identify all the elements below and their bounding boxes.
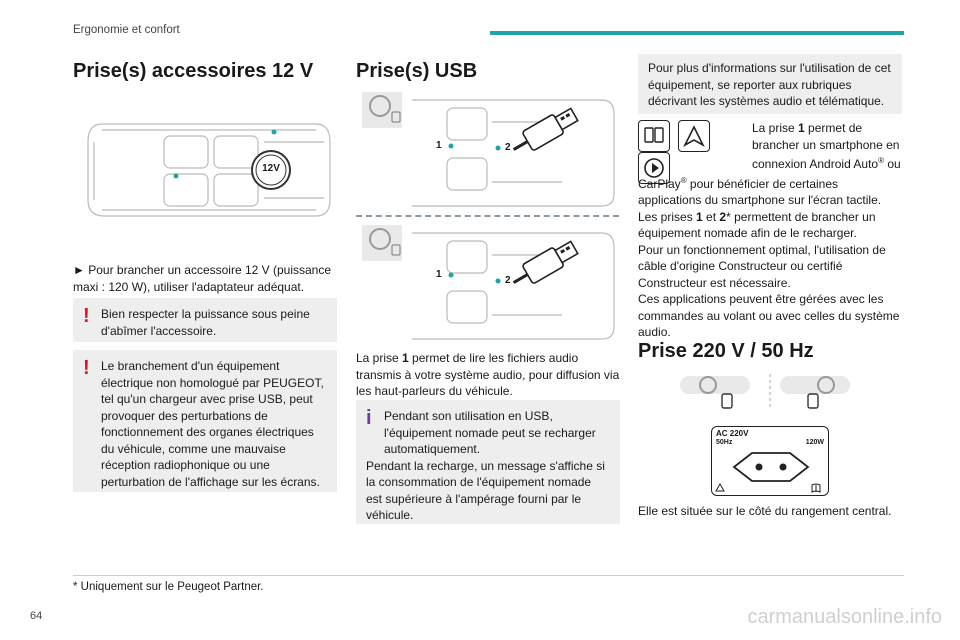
carplay-icon [638,152,670,184]
socket-220v-illustration: AC 220V 50Hz 120W [711,426,829,496]
warning-icon: ! [83,305,90,327]
mirror-screen-icon [638,120,670,152]
usb-label-1-bottom: 1 [436,269,442,280]
car-12v-illustration: 12V [84,112,334,227]
info-icon: i [366,407,372,429]
location-220v: Elle est située sur le côté du rangement… [638,504,892,518]
android-auto-icon [678,120,711,152]
title-220v: Prise 220 V / 50 Hz [638,340,814,362]
footnote: * Uniquement sur le Peugeot Partner. [73,581,264,593]
section-header: Ergonomie et confort [73,24,180,36]
socket-label-hz: 50Hz [716,439,733,446]
instruction-12v: ► Pour brancher un accessoire 12 V (puis… [73,263,332,294]
header-accent-bar [490,31,904,35]
steering-220v-illustration [680,372,850,412]
usb-label-1-top: 1 [436,140,442,151]
info-note-usb: i Pendant son utilisation en USB, l'équi… [356,400,620,524]
warning-note-power: ! Bien respecter la puissance sous peine… [73,298,337,342]
warning-icon: ! [83,357,90,379]
warning-note-device: ! Le branchement d'un équipement électri… [73,350,337,492]
car-usb-illustration-top: 1 2 [362,92,618,210]
label-12v: 12V [262,163,280,174]
info-box-audio: Pour plus d'informations sur l'utilisati… [638,54,902,114]
title-usb: Prise(s) USB [356,60,478,82]
smartphone-icons [638,120,750,184]
page-number: 64 [30,610,43,622]
watermark: carmanualsonline.info [747,606,942,628]
usb-label-2-top: 2 [505,142,511,153]
footnote-divider [73,575,904,576]
usb-label-2-bottom: 2 [505,275,511,286]
smartphone-text: La prise 1 permet de brancher un smartph… [638,121,901,339]
usb-divider [356,215,619,217]
title-12v: Prise(s) accessoires 12 V [73,60,314,82]
socket-label-watt: 120W [805,439,824,446]
usb-description: La prise 1 permet de lire les fichiers a… [356,351,620,398]
socket-label-ac: AC 220V [716,429,749,438]
car-usb-illustration-bottom: 1 2 [362,225,618,343]
